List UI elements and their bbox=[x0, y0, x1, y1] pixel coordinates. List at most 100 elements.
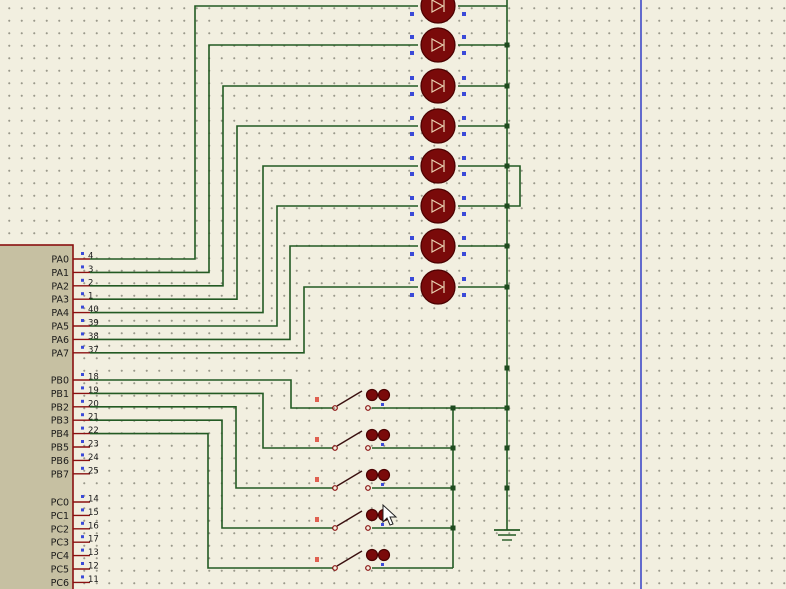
led-terminal bbox=[462, 156, 466, 160]
switch-contact bbox=[332, 445, 338, 451]
junction-node bbox=[504, 485, 510, 491]
pin-terminal bbox=[81, 399, 84, 403]
led-terminal bbox=[410, 236, 414, 240]
pin-terminal bbox=[81, 548, 84, 552]
push-switch-0[interactable] bbox=[315, 388, 391, 411]
wire-pb4 bbox=[90, 432, 333, 569]
led-terminal bbox=[462, 12, 466, 16]
led-terminal bbox=[410, 76, 414, 80]
pin-number: 39 bbox=[88, 319, 99, 329]
pin-label-pc5: PC5 bbox=[51, 565, 69, 576]
junction-node bbox=[504, 243, 510, 249]
pin-number: 14 bbox=[88, 495, 99, 505]
pin-terminal bbox=[81, 521, 84, 525]
led-terminal bbox=[410, 252, 414, 256]
pin-number: 1 bbox=[88, 292, 93, 302]
switch-contact bbox=[332, 405, 338, 411]
pin-terminal bbox=[81, 305, 84, 309]
diode-icon bbox=[431, 158, 445, 174]
switch-button bbox=[377, 388, 391, 402]
pin-number: 37 bbox=[88, 345, 99, 355]
led-6[interactable] bbox=[410, 228, 466, 264]
pin-number: 22 bbox=[88, 426, 99, 436]
diode-icon bbox=[431, 78, 445, 94]
switch-marker bbox=[315, 517, 319, 522]
led-0[interactable] bbox=[410, 0, 466, 24]
led-4[interactable] bbox=[410, 148, 466, 184]
push-switch-3[interactable] bbox=[315, 508, 391, 531]
diode-icon bbox=[431, 37, 445, 53]
switch-lever bbox=[336, 470, 363, 487]
microcontroller-chip[interactable] bbox=[0, 244, 74, 589]
led-7[interactable] bbox=[410, 269, 466, 305]
pin-number: 18 bbox=[88, 373, 99, 383]
pin-number: 23 bbox=[88, 440, 99, 450]
switch-terminal bbox=[381, 523, 384, 526]
led-terminal bbox=[462, 132, 466, 136]
pin-number: 13 bbox=[88, 548, 99, 558]
led-terminal bbox=[410, 212, 414, 216]
led-terminal bbox=[462, 196, 466, 200]
led-body bbox=[420, 27, 456, 63]
pin-number: 38 bbox=[88, 332, 99, 342]
led-2[interactable] bbox=[410, 68, 466, 104]
pin-terminal bbox=[81, 466, 84, 470]
led-5[interactable] bbox=[410, 188, 466, 224]
led-terminal bbox=[410, 92, 414, 96]
pin-terminal bbox=[81, 386, 84, 390]
led-body bbox=[420, 269, 456, 305]
wire-pa1 bbox=[90, 44, 418, 274]
pin-number: 11 bbox=[88, 575, 99, 585]
push-switch-1[interactable] bbox=[315, 428, 391, 451]
pin-label-pa1: PA1 bbox=[51, 268, 69, 279]
junction-node bbox=[450, 525, 456, 531]
pin-terminal bbox=[81, 440, 84, 443]
bus-loop bbox=[507, 165, 521, 207]
led-body bbox=[420, 68, 456, 104]
wire-pa5 bbox=[90, 205, 418, 327]
wire-pb3 bbox=[90, 419, 333, 529]
led-3[interactable] bbox=[410, 108, 466, 144]
pin-label-pb6: PB6 bbox=[51, 456, 69, 467]
led-terminal bbox=[462, 212, 466, 216]
wire-pa0 bbox=[90, 5, 418, 260]
wire-group bbox=[90, 0, 521, 569]
diode-icon bbox=[431, 198, 445, 214]
pin-label-pa3: PA3 bbox=[51, 295, 69, 306]
switch-marker bbox=[315, 437, 319, 442]
led-group bbox=[410, 0, 466, 305]
wire-pb0 bbox=[90, 379, 333, 409]
pin-number: 21 bbox=[88, 413, 99, 423]
switch-terminal bbox=[381, 403, 384, 406]
led-terminal bbox=[462, 293, 466, 297]
pin-label-pb1: PB1 bbox=[51, 389, 69, 400]
push-switch-4[interactable] bbox=[315, 548, 391, 571]
led-terminal bbox=[410, 196, 414, 200]
switch-lever bbox=[336, 510, 363, 527]
junction-node bbox=[450, 445, 456, 451]
led-terminal bbox=[462, 92, 466, 96]
led-terminal bbox=[410, 293, 414, 297]
led-terminal bbox=[410, 172, 414, 176]
pin-label-pa0: PA0 bbox=[51, 255, 69, 266]
junction-node bbox=[504, 42, 510, 48]
pin-label-pa6: PA6 bbox=[51, 335, 69, 346]
pin-terminal bbox=[81, 426, 84, 430]
ground-symbol[interactable] bbox=[494, 520, 520, 541]
pin-terminal bbox=[81, 278, 84, 282]
led-1[interactable] bbox=[410, 27, 466, 63]
switch-button bbox=[365, 548, 379, 562]
pin-label-pc0: PC0 bbox=[51, 498, 69, 509]
led-terminal bbox=[410, 156, 414, 160]
diode-icon bbox=[431, 118, 445, 134]
switch-marker bbox=[315, 397, 319, 402]
led-body bbox=[420, 148, 456, 184]
pin-number: 15 bbox=[88, 508, 99, 518]
pin-terminal bbox=[81, 252, 84, 255]
switch-button bbox=[365, 388, 379, 402]
wire-pb2 bbox=[90, 405, 333, 489]
switch-contact bbox=[332, 565, 338, 571]
led-terminal bbox=[410, 132, 414, 136]
push-switch-2[interactable] bbox=[315, 468, 391, 491]
